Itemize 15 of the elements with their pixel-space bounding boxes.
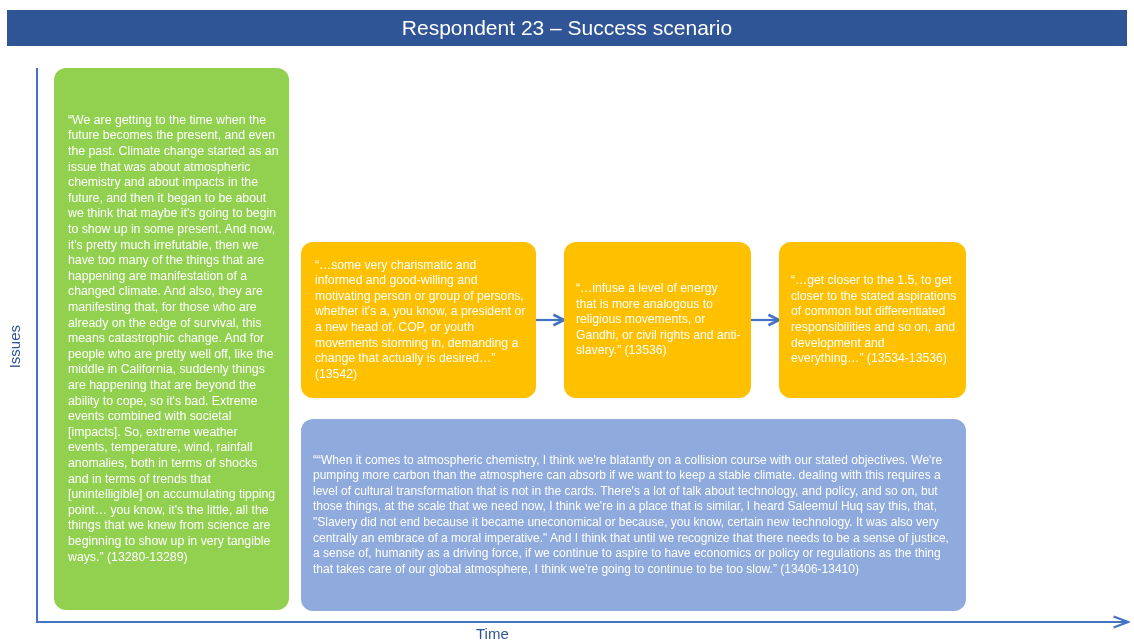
axis-title: Time (476, 625, 509, 642)
quote-card (301, 242, 536, 398)
arrow (751, 313, 781, 327)
quote-text: “…get closer to the 1.5, to get closer to the stated aspirations of common but differentiated responsibilities and so on, and development and everything…” (13534-13536) (791, 273, 958, 367)
quote-card (564, 242, 751, 398)
quote-card (54, 68, 289, 610)
quote-text: “…infuse a level of energy that is more analogous to religious movements, or Gandhi, or civil rights and anti-slavery.” (13536) (576, 281, 741, 359)
title-banner: Respondent 23 – Success scenario (7, 10, 1127, 46)
quote-card (779, 242, 966, 398)
axis-title: Issues (6, 325, 23, 369)
quote-text: ““When it comes to atmospheric chemistry, I think we're blatantly on a collision course with our stated objectives. We're pumping more carbon than the atmosphere can absorb if we want to keep a stable climate. dealing with this requires a level of cultural transformation that is not in the cards. There's a lot of talk about technology, and policy, and so on, but those things, at the scale that we need now, I think we're in a place that is similar, I heard Saleemul Huq say this, that, "Slavery did not end because it became uneconomical or because, you know, certain new technology. It was also very centrally an embrace of a moral imperative." And I think that until we recognize that there needs to be a sense of justice, a sense of, humanity as a driving force, if we continue to aspire to have economics or policy or regulations as the thing that takes care of our global atmosphere, I think we're going to continue to be too slow.” (13406-13410) (313, 452, 950, 578)
quote-card (301, 419, 966, 611)
quote-text: “…some very charismatic and informed and good-willing and motivating person or group of persons, whether it's a, you know, a president or a new head of, COP, or youth movements storming in, demanding a change that actually is desired…” (13542) (315, 257, 526, 383)
quote-text: “We are getting to the time when the future becomes the present, and even the past. Climate change started as an issue that was about atmospheric chemistry and about impacts in the future, and then it began to be about we think that maybe it's going to begin to show up in some present. And now, it's pretty much irrefutable, then we have too many of the things that are happening are manifestation of a changed climate. And also, they are manifesting that, for those who are already on the edge of survival, this means catastrophic change. And for people who are pretty well off, like the middle in California, suddenly things are happening that are beyond the ability to cope, so it's bad. Extreme events combined with societal [impacts]. So, extreme weather events, temperature, wind, rainfall anomalies, both in terms of shocks and in terms of trends that [unintelligible] on accumulating tipping point… you know, it's the little, all the things that we knew from science are beginning to show up in very tangible ways.” (13280-13289) (68, 112, 279, 566)
arrow (536, 313, 566, 327)
